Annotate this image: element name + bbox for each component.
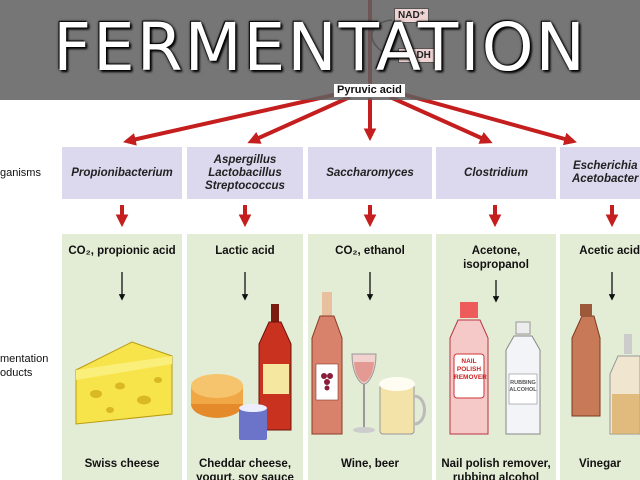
- food-label: Vinegar: [579, 458, 621, 470]
- organism-box-saccharomyces: Saccharomyces: [308, 147, 432, 199]
- organism-to-product-arrows: [115, 205, 619, 228]
- product-label: CO₂, ethanol: [335, 245, 405, 257]
- product-panel-2: Lactic acid Cheddar cheese, yogurt, soy …: [187, 234, 303, 480]
- product-label: Acetic acid: [579, 245, 640, 257]
- row-label-products: mentation oducts: [0, 353, 49, 379]
- pyruvic-acid-label: Pyruvic acid: [334, 84, 405, 97]
- product-label: Lactic acid: [215, 245, 275, 257]
- title-banner: [0, 0, 640, 100]
- cheese-yogurt-soy-sauce-icon: [191, 272, 292, 440]
- organism-box-escherichia: Escherichia Acetobacter: [560, 147, 640, 199]
- product-panel-3: CO₂, ethanol Wine, beer: [308, 234, 432, 480]
- bottle-label-nail-polish: NAIL POLISH REMOVER: [454, 358, 487, 381]
- arrow-to-lactic-group: [247, 95, 351, 144]
- product-panel-4: Acetone, isopropanol NAIL POLISH REMOVER…: [436, 234, 556, 480]
- food-label: Nail polish remover, rubbing alcohol: [441, 458, 551, 480]
- organism-box-lactic-group: Aspergillus Lactobacillus Streptococcus: [187, 147, 303, 199]
- nadh-label: NADH: [398, 48, 435, 63]
- page-title: FERMENTATION: [53, 9, 587, 86]
- product-panel-1: CO₂, propionic acid Swiss cheese: [62, 234, 182, 480]
- vinegar-icon: [571, 272, 640, 435]
- product-label: Acetone, isopropanol: [463, 245, 529, 271]
- bottle-label-rubbing-alcohol: RUBBING ALCOHOL: [509, 380, 537, 393]
- organism-box-clostridium: Clostridium: [436, 147, 556, 199]
- arrow-to-escherichia: [401, 92, 577, 146]
- product-label: CO₂, propionic acid: [68, 245, 176, 257]
- arrow-to-propionibacterium: [123, 92, 339, 146]
- food-label: Wine, beer: [340, 458, 400, 470]
- product-panel-5: Acetic acid Vinegar: [560, 234, 640, 480]
- organism-box-propionibacterium: Propionibacterium: [62, 147, 182, 199]
- food-label: Swiss cheese: [84, 458, 160, 470]
- pathway-arrows: [123, 92, 577, 146]
- nail-polish-remover-alcohol-icon: [449, 280, 541, 435]
- arrow-to-clostridium: [389, 95, 493, 144]
- swiss-cheese-icon: [75, 272, 173, 425]
- row-label-organisms: ganisms: [0, 167, 41, 179]
- nad-plus-label: NAD⁺: [394, 8, 429, 23]
- food-label: Cheddar cheese, yogurt, soy sauce: [196, 458, 294, 480]
- wine-beer-icon: [311, 272, 426, 435]
